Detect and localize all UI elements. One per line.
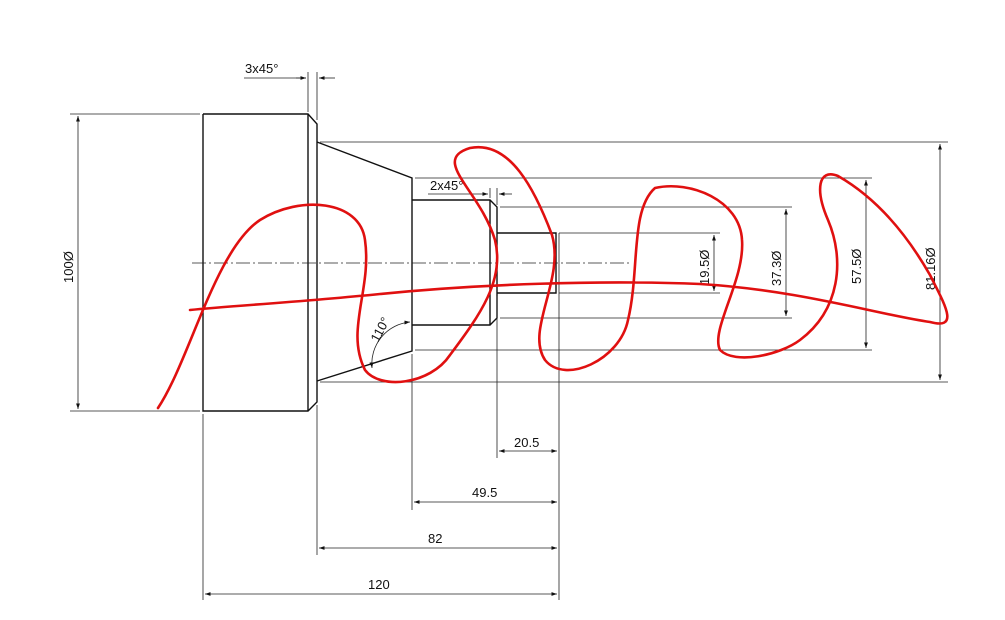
part-outline — [202, 113, 557, 412]
label-chamfer-step: 2x45° — [430, 178, 463, 193]
label-dia-19-5: 19.5Ø — [697, 250, 712, 285]
cone — [316, 141, 413, 382]
red-scribble — [156, 145, 949, 410]
label-chamfer-left: 3x45° — [245, 61, 278, 76]
extension-lines — [70, 72, 948, 600]
dimension-lines — [76, 76, 942, 596]
label-dia-81-16: 81.16Ø — [923, 247, 938, 290]
label-len-82: 82 — [428, 531, 442, 546]
label-dia-100: 100Ø — [61, 251, 76, 283]
label-dia-57-5: 57.5Ø — [849, 249, 864, 284]
label-len-20-5: 20.5 — [514, 435, 539, 450]
label-dia-37-3: 37.3Ø — [769, 251, 784, 286]
label-len-49-5: 49.5 — [472, 485, 497, 500]
large-cylinder — [202, 113, 318, 412]
label-len-120: 120 — [368, 577, 390, 592]
